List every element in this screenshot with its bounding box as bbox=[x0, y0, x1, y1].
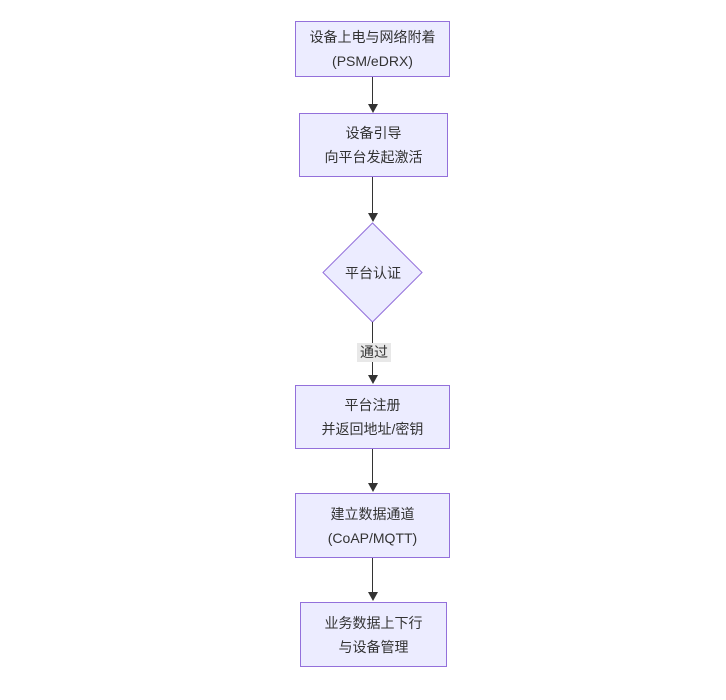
node-device-bootstrap-activate: 设备引导 向平台发起激活 bbox=[299, 113, 448, 177]
node-line: 向平台发起激活 bbox=[324, 149, 423, 165]
arrow-down-icon bbox=[368, 104, 378, 113]
node-line: 设备引导 bbox=[345, 125, 402, 141]
node-platform-register: 平台注册 并返回地址/密钥 bbox=[295, 385, 450, 449]
node-business-data-device-mgmt: 业务数据上下行 与设备管理 bbox=[300, 602, 447, 667]
edge-line-e-f bbox=[372, 558, 373, 593]
arrow-down-icon bbox=[368, 213, 378, 222]
node-line: (PSM/eDRX) bbox=[332, 53, 413, 69]
edge-line-d-e bbox=[372, 449, 373, 484]
node-line: 并返回地址/密钥 bbox=[321, 421, 424, 437]
node-line: 平台注册 bbox=[344, 397, 401, 413]
node-line: 业务数据上下行 bbox=[324, 614, 423, 631]
edge-line-b-c bbox=[372, 177, 373, 214]
edge-line-a-b bbox=[372, 77, 373, 105]
arrow-down-icon bbox=[368, 483, 378, 492]
node-line: 建立数据通道 bbox=[330, 505, 415, 522]
node-data-channel: 建立数据通道 (CoAP/MQTT) bbox=[295, 493, 450, 558]
arrow-down-icon bbox=[368, 592, 378, 601]
edge-label-pass: 通过 bbox=[357, 343, 391, 362]
node-line: 与设备管理 bbox=[338, 638, 409, 655]
decision-platform-auth-label: 平台认证 bbox=[345, 265, 401, 281]
node-line: 设备上电与网络附着 bbox=[309, 29, 436, 45]
arrow-down-icon bbox=[368, 375, 378, 384]
node-device-power-network-attach: 设备上电与网络附着 (PSM/eDRX) bbox=[295, 21, 450, 77]
node-line: (CoAP/MQTT) bbox=[327, 529, 418, 546]
